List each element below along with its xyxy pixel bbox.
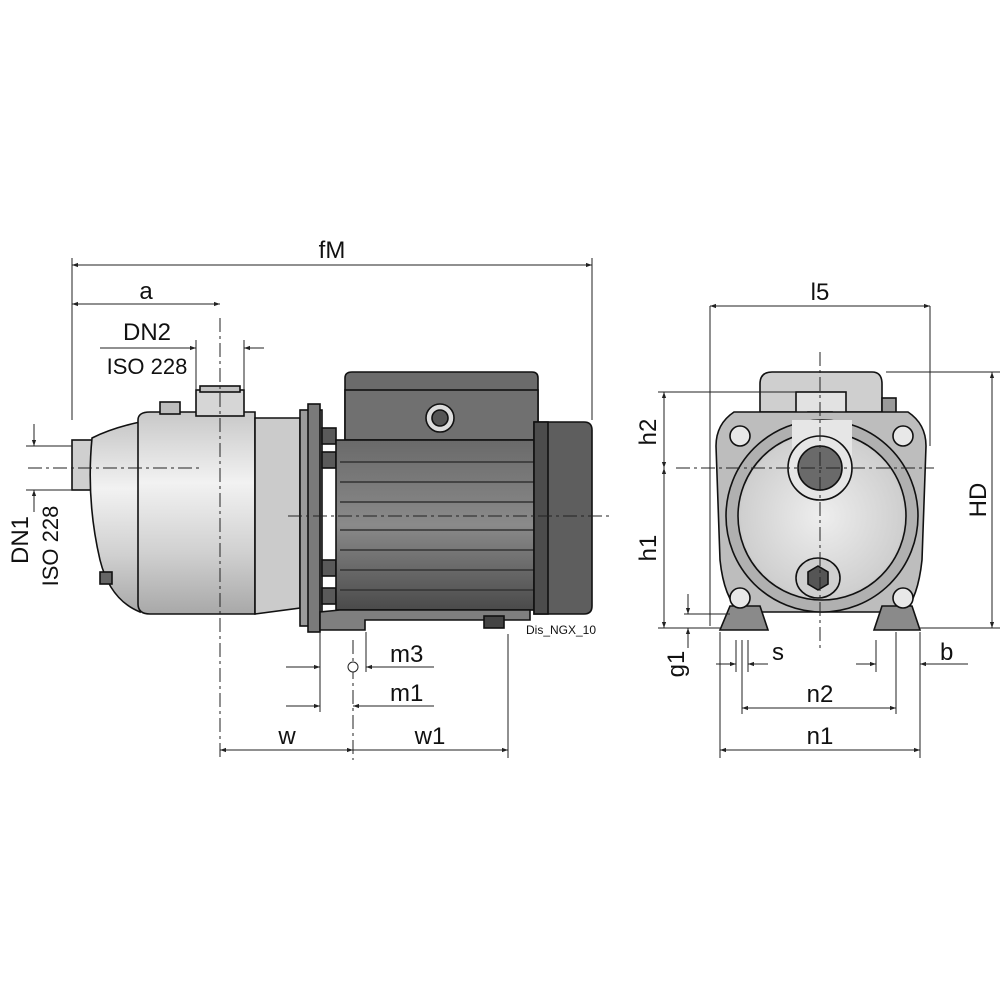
motor-body xyxy=(335,439,539,611)
label-n1: n1 xyxy=(807,723,834,750)
label-h2: h2 xyxy=(635,419,662,446)
front-foot-right xyxy=(872,605,922,631)
drawing-reference: Dis_NGX_10 xyxy=(526,623,596,637)
label-g1: g1 xyxy=(663,651,690,678)
label-DN1: DN1 xyxy=(7,516,34,564)
foot-hole-mark xyxy=(347,661,359,673)
side-view: fM a DN2 ISO 228 DN1 ISO 228 Dis_NGX_10 … xyxy=(7,237,610,760)
drain-plug-front xyxy=(807,565,829,591)
label-m1: m1 xyxy=(390,680,423,707)
drain-plug xyxy=(99,571,113,585)
label-l5: l5 xyxy=(811,279,830,306)
label-a: a xyxy=(139,278,153,305)
pump-body xyxy=(137,411,256,615)
motor-foot xyxy=(319,609,531,631)
label-HD: HD xyxy=(965,483,992,518)
label-b: b xyxy=(940,639,953,666)
label-DN2: DN2 xyxy=(123,319,171,346)
front-foot-left xyxy=(718,605,770,631)
front-view: l5 h2 h1 HD g1 s b n2 xyxy=(635,279,1000,758)
label-w: w xyxy=(277,723,296,750)
vent-plug xyxy=(159,401,181,415)
label-n2: n2 xyxy=(807,681,834,708)
label-s: s xyxy=(772,639,784,666)
label-fM: fM xyxy=(319,237,346,264)
pump-cover xyxy=(89,421,141,614)
label-m3: m3 xyxy=(390,641,423,668)
label-w1: w1 xyxy=(414,723,446,750)
label-ISO228-top: ISO 228 xyxy=(107,354,188,379)
label-h1: h1 xyxy=(635,535,662,562)
label-ISO228-left: ISO 228 xyxy=(38,506,63,587)
